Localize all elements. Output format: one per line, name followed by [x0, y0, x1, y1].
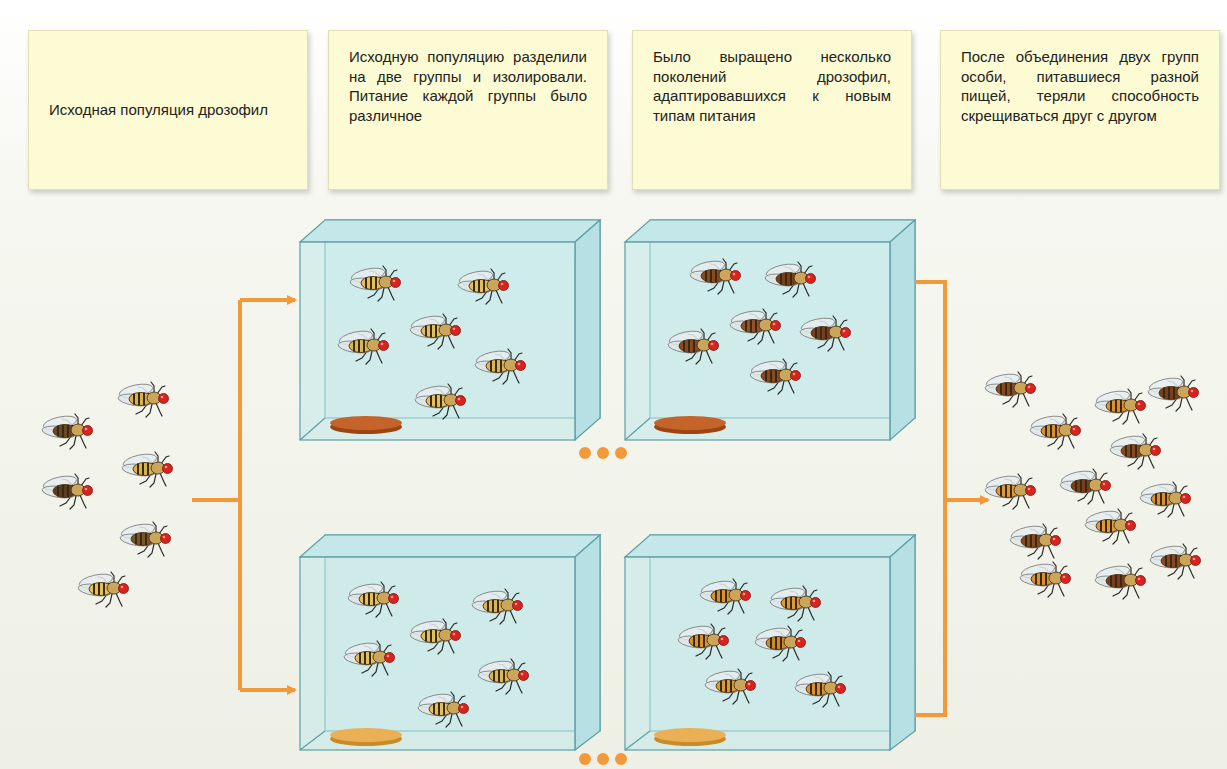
glass-box	[625, 220, 915, 440]
caption-text: Исходную популяцию разделили на две груп…	[349, 47, 587, 125]
caption-text: Было выращено несколько поколений дрозоф…	[653, 47, 891, 125]
caption-box: После объединения двух групп особи, пита…	[940, 30, 1220, 190]
glass-box	[625, 535, 915, 750]
flow-arrow	[192, 282, 988, 715]
food-plate	[330, 416, 726, 746]
glass-box	[300, 535, 600, 750]
caption-box: Исходную популяцию разделили на две груп…	[328, 30, 608, 190]
fly-group	[41, 382, 172, 607]
fly-group	[984, 372, 1200, 599]
caption-box: Исходная популяция дрозофил	[28, 30, 308, 190]
fly-group	[343, 582, 528, 727]
fly-group	[677, 579, 845, 707]
fly-group	[667, 259, 850, 394]
caption-text: Исходная популяция дрозофил	[49, 100, 268, 120]
fly-group	[337, 266, 525, 419]
ellipsis-dots	[579, 447, 627, 765]
caption-box: Было выращено несколько поколений дрозоф…	[632, 30, 912, 190]
glass-box	[300, 220, 600, 440]
caption-text: После объединения двух групп особи, пита…	[961, 47, 1199, 125]
